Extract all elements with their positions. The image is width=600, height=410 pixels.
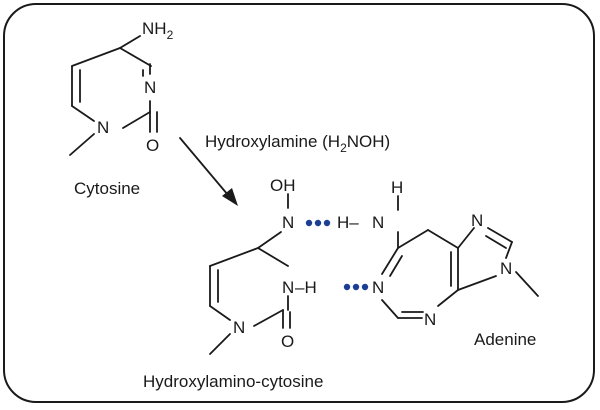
ade-bond-c8-n9 [505,241,513,259]
cytosine-label: Cytosine [74,179,140,198]
prod-bond-c4-c5 [209,247,259,267]
prod-n3-h: –H [295,278,317,297]
ade-bond-c4-n3 [437,289,459,307]
ade-bond-n1-c6-double [389,255,403,277]
hbond-dot [352,283,360,291]
ade-bond-c6-c5 [397,229,429,249]
cyt-amino-n: NH2 [142,19,174,42]
hbond-dot [323,219,331,227]
prod-bond-c4-n3 [257,247,289,267]
cytosine-structure: NH2 N N O Cytosine [69,19,174,198]
hbond-dot [361,283,369,291]
ade-bond-c5-n7 [457,227,475,249]
prod-ring-n1: N [233,318,245,337]
cyt-ring-n1: N [97,118,109,137]
adenine-structure: H H– N N N N N Adenine [337,178,539,349]
ade-ring-n1: N [372,278,384,297]
arrow-shaft [179,137,229,196]
hbond-dot [305,219,313,227]
ade-bond-n1-c6 [381,247,399,275]
ade-ring-n7: N [471,211,483,230]
ade-ring-n3: N [424,310,436,329]
hydroxylamino-cytosine-label: Hydroxylamino-cytosine [143,372,323,391]
hbond-dot [314,219,322,227]
arrow-head [222,188,238,206]
hydrogen-bond-bottom [343,283,369,291]
prod-exo-n: N [282,213,294,232]
ade-bond-n9-c4 [457,275,497,291]
ade-bond-n7-c8 [487,227,513,243]
cyt-bond-c2-n1 [122,111,151,129]
prod-bond-n-c4 [257,231,282,249]
cyt-bond-n1-c6 [71,105,95,122]
reaction-arrow [179,137,238,206]
ade-ring-n9: N [500,259,512,278]
ade-bond-n7-c8-double [485,235,507,249]
prod-carbonyl-o: O [281,332,294,351]
prod-hydroxyl: OH [270,176,296,195]
ade-bond-c5-c4 [427,229,459,249]
diagram-frame [3,3,595,403]
prod-ring-n3: N [282,278,294,297]
hydrogen-bond-top [305,219,331,227]
hbond-dot [343,283,351,291]
adenine-label: Adenine [474,330,536,349]
reagent-label: Hydroxylamine (H2NOH) [205,132,390,155]
cyt-bond-c4-nh2 [119,35,141,49]
cyt-bond-c5-c4top [71,47,121,67]
ade-amino-h-top: H [391,178,403,197]
cyt-bond-c4-c5 [119,47,152,67]
ade-amino-n: N [372,213,384,232]
prod-bond-n1-c2 [253,309,284,327]
prod-bond-n1-methyl [209,333,231,355]
cyt-ring-n3: N [144,78,156,97]
cyt-bond-n1-methyl [69,133,95,156]
ade-bond-n9-methyl [515,271,539,297]
cyt-carbonyl-o: O [146,136,159,155]
prod-bond-c6-n1 [209,305,231,321]
hydroxylamino-cytosine-structure: OH N N –H N O Hydroxylamino-cytosine [143,176,323,391]
ade-bond-c2-n1 [381,299,399,319]
ade-amino-h-left: H– [337,213,359,232]
